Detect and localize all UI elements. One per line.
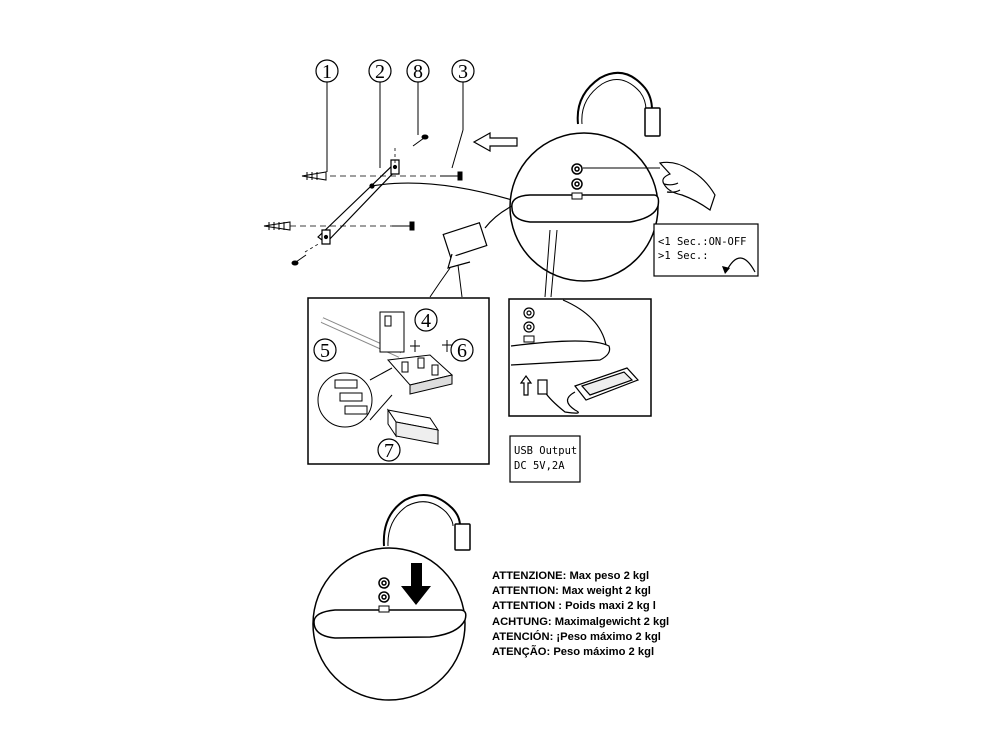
weight-warning: ATTENZIONE: Max peso 2 kgl ATTENTION: Ma… — [492, 569, 669, 660]
warning-french: ATTENTION : Poids maxi 2 kg l — [492, 600, 656, 613]
svg-text:DC 5V,2A: DC 5V,2A — [514, 460, 565, 472]
usb-detail-box — [508, 298, 652, 417]
leader-lines — [429, 229, 558, 298]
svg-text:3: 3 — [458, 61, 468, 83]
warning-spanish: ATENCIÓN: ¡Peso máximo 2 kgl — [492, 630, 661, 643]
svg-text:8: 8 — [413, 61, 423, 83]
usb-output-box: USB Output DC 5V,2A — [509, 435, 581, 483]
wall-bracket — [290, 148, 440, 253]
small-screw-bottom — [291, 254, 307, 266]
wall-plug-top — [301, 171, 327, 181]
svg-text:USB Output: USB Output — [514, 445, 577, 457]
svg-text:1: 1 — [322, 61, 332, 83]
callout-4: 4 — [421, 310, 431, 332]
hand-icon — [583, 161, 716, 211]
small-screw-8 — [412, 134, 429, 147]
wall-plug-bottom — [263, 221, 291, 231]
screw-bottom — [392, 221, 415, 231]
svg-text:<1 Sec.:ON-OFF: <1 Sec.:ON-OFF — [658, 236, 747, 248]
direction-arrow — [472, 131, 518, 153]
warning-portuguese: ATENÇÃO: Peso máximo 2 kgl — [492, 646, 655, 659]
svg-text:>1 Sec.:: >1 Sec.: — [658, 250, 709, 262]
cable-connector — [442, 205, 513, 269]
callout-8: 8 — [406, 59, 430, 135]
callout-2: 2 — [368, 59, 392, 168]
touch-instructions-box: <1 Sec.:ON-OFF >1 Sec.: — [653, 223, 759, 277]
callout-7: 7 — [384, 440, 394, 462]
callout-5: 5 — [320, 340, 330, 362]
wiring-detail-box: 4 5 6 7 — [307, 297, 490, 465]
callout-1: 1 — [315, 59, 339, 172]
screw-top — [440, 171, 463, 181]
wall-lamp-top — [509, 71, 661, 282]
callout-6: 6 — [457, 340, 467, 362]
warning-italian: ATTENZIONE: Max peso 2 kgl — [492, 570, 650, 582]
warning-german: ACHTUNG: Maximalgewicht 2 kgl — [492, 615, 670, 628]
svg-text:2: 2 — [375, 61, 385, 83]
warning-english: ATTENTION: Max weight 2 kgl — [492, 585, 651, 598]
power-cable — [371, 182, 513, 201]
wall-lamp-bottom — [312, 494, 471, 701]
callout-3: 3 — [451, 59, 475, 169]
down-arrow-icon — [401, 563, 431, 605]
